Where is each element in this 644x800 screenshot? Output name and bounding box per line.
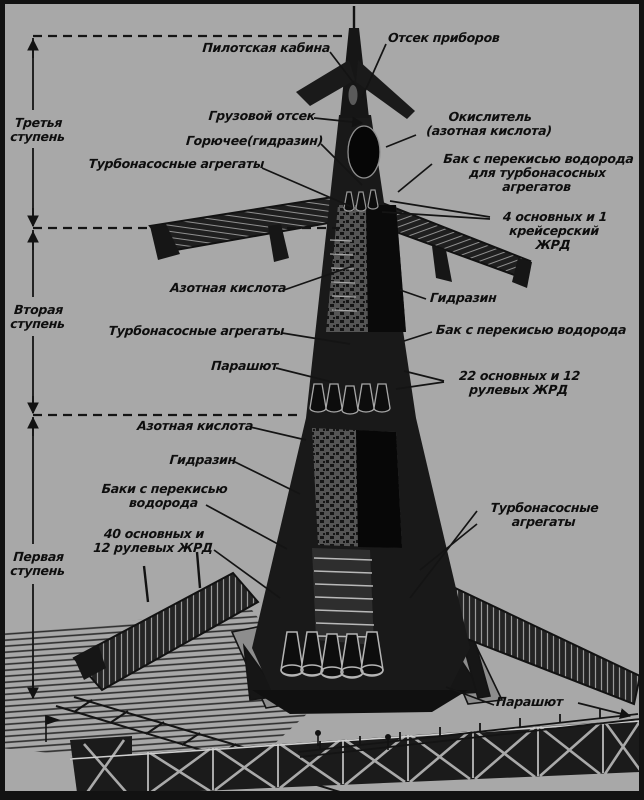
label-parachute-stage1: Парашют bbox=[495, 694, 564, 709]
stage-label-third: Третья ступень bbox=[9, 115, 66, 144]
label-nitric-acid-stage2: Азотная кислота bbox=[169, 280, 287, 295]
stage-label-second: Вторая ступень bbox=[9, 302, 66, 331]
label-hydrazine-stage2: Гидразин bbox=[429, 290, 498, 305]
first-stage-drawing bbox=[72, 418, 639, 714]
label-pilot-cabin: Пилотская кабина bbox=[201, 40, 331, 55]
label-peroxide-tank-stage2: Бак с перекисью водорода bbox=[435, 322, 627, 337]
label-fuel-hydrazine: Горючее(гидразин) bbox=[185, 133, 324, 148]
label-engines-stage2: 22 основных и 12 рулевых ЖРД bbox=[458, 368, 581, 397]
dimension-lines bbox=[27, 34, 348, 700]
label-peroxide-tank-stage3: Бак с перекисью водорода для турбонасосн… bbox=[442, 151, 635, 194]
label-engines-stage3: 4 основных и 1 крейсерский ЖРД bbox=[502, 209, 608, 252]
second-stage-drawing bbox=[148, 115, 532, 418]
label-engines-stage1: 40 основных и 12 рулевых ЖРД bbox=[92, 526, 214, 555]
label-cargo-bay: Грузовой отсек bbox=[207, 108, 316, 123]
label-peroxide-tanks-stage1: Баки с перекисью водорода bbox=[101, 481, 228, 510]
stage-label-first: Первая ступень bbox=[9, 549, 66, 578]
label-turbopumps-stage1: Турбонасосные агрегаты bbox=[490, 500, 600, 529]
label-oxidizer: Окислитель (азотная кислота) bbox=[425, 109, 553, 138]
label-turbopumps-stage3: Турбонасосные агрегаты bbox=[88, 156, 265, 171]
label-hydrazine-stage1: Гидразин bbox=[169, 452, 237, 467]
label-parachute-stage2: Парашют bbox=[210, 358, 279, 373]
label-nitric-acid-stage1: Азотная кислота bbox=[136, 418, 254, 433]
label-instrument-bay: Отсек приборов bbox=[387, 30, 501, 45]
label-turbopumps-stage2: Турбонасосные агрегаты bbox=[108, 323, 285, 338]
leader-lines bbox=[205, 43, 632, 719]
